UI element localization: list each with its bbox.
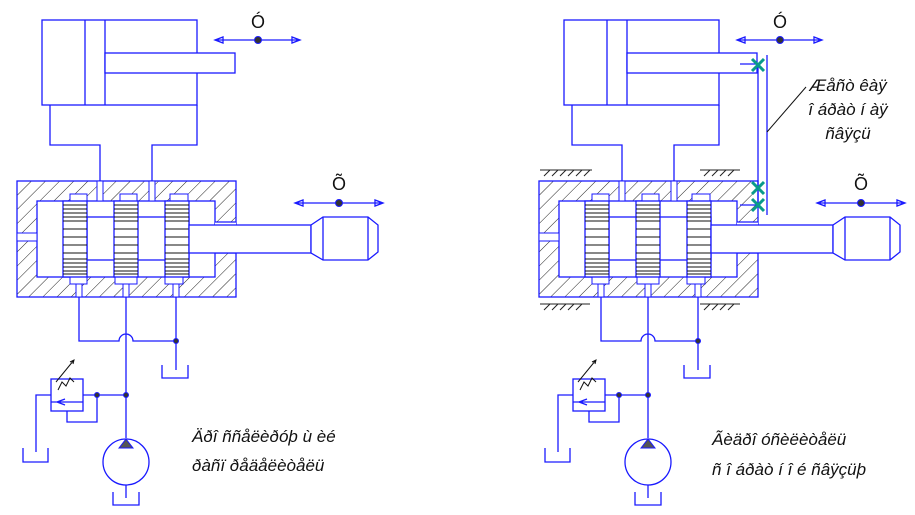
axis-label-x: Õ [854,173,868,194]
axis-label-y: Ó [251,11,265,32]
ground-hatch [540,169,740,311]
callout-line-1: Æåñò êàÿ [808,76,888,95]
joint-marker-icon [750,57,766,213]
right-schematic: Ó Õ Æåñò êàÿ î áðàò í àÿ ñâÿçü Ãèäðî óñè… [539,11,905,505]
caption-line-2: ñ î áðàò í î é ñâÿçüþ [712,460,866,479]
caption-line-1: Ãèäðî óñèëèòåëü [711,430,847,449]
caption-line-1: Äðî ññåëèðóþ ù èé [191,427,336,446]
callout-line-2: î áðàò í àÿ [808,100,889,119]
callout-line-3: ñâÿçü [825,124,871,143]
caption-line-2: ðàñï ðåäåëèòåëü [192,456,325,475]
axis-label-y: Ó [773,11,787,32]
feedback-link [740,55,768,215]
callout-leader [766,86,807,133]
axis-label-x: Õ [332,173,346,194]
left-schematic: Ó Õ Äðî ññåëèðóþ ù èé ðàñï ðåäåëèòåëü [17,11,383,505]
